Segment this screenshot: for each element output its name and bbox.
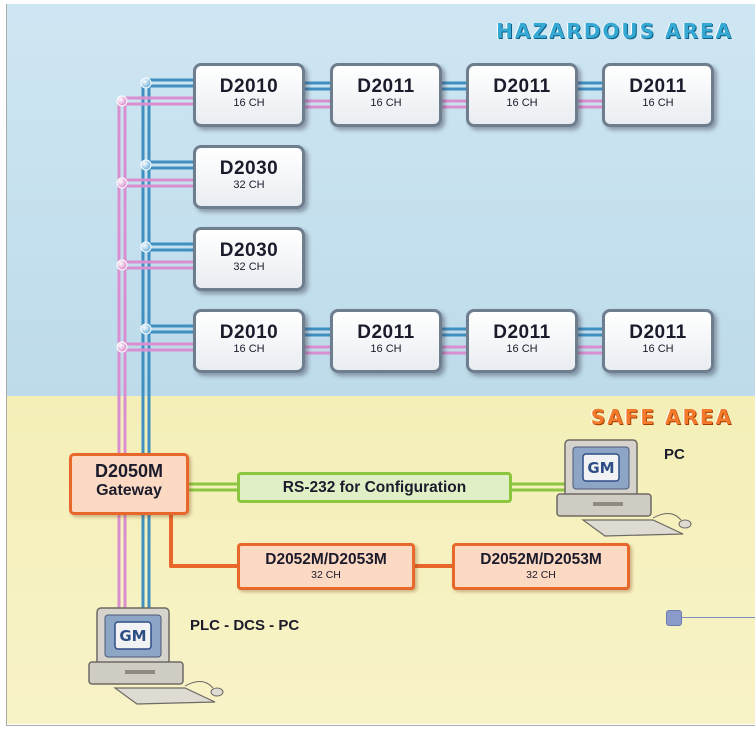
module-channels: 16 CH xyxy=(233,97,265,109)
bus-junction-node xyxy=(116,259,128,271)
module-channels: 16 CH xyxy=(370,343,402,355)
module-name: D2011 xyxy=(493,322,551,343)
safe-module-channels: 32 CH xyxy=(311,569,341,581)
module-name: D2011 xyxy=(629,322,687,343)
module-name: D2010 xyxy=(219,76,279,97)
hazardous-area-title: HAZARDOUS AREA xyxy=(496,19,733,43)
bus-junction-node xyxy=(140,77,152,89)
config-pc-label: PC xyxy=(664,446,685,463)
module-d2011-row1-b: D2011 16 CH xyxy=(466,63,578,127)
callout-marker xyxy=(666,610,682,626)
module-channels: 16 CH xyxy=(506,343,538,355)
mouse-icon xyxy=(210,687,224,697)
module-channels: 16 CH xyxy=(642,343,674,355)
module-d2011-row4-b: D2011 16 CH xyxy=(466,309,578,373)
safe-module-channels: 32 CH xyxy=(526,569,556,581)
safe-area-title: SAFE AREA xyxy=(590,405,733,429)
bus-junction-node xyxy=(140,323,152,335)
module-channels: 32 CH xyxy=(233,261,265,273)
frame-bottom-border xyxy=(6,725,755,726)
module-d2010-row1: D2010 16 CH xyxy=(193,63,305,127)
module-d2011-row4-a: D2011 16 CH xyxy=(330,309,442,373)
pc-logo-text: GM xyxy=(587,459,614,477)
host-logo-text: GM xyxy=(119,627,146,645)
module-d2010-row4: D2010 16 CH xyxy=(193,309,305,373)
frame-left-border xyxy=(6,4,7,726)
host-system-label: PLC - DCS - PC xyxy=(190,617,300,634)
computer-icon: GM xyxy=(88,607,224,705)
keyboard-icon xyxy=(113,687,216,705)
module-d2030-row3: D2030 32 CH xyxy=(193,227,305,291)
bus-junction-node xyxy=(140,241,152,253)
module-d2011-row1-c: D2011 16 CH xyxy=(602,63,714,127)
computer-icon: GM xyxy=(556,439,692,537)
gateway-d2050m: D2050M Gateway xyxy=(69,453,189,515)
module-d2011-row1-a: D2011 16 CH xyxy=(330,63,442,127)
mouse-icon xyxy=(678,519,692,529)
module-name: D2011 xyxy=(357,322,415,343)
module-channels: 32 CH xyxy=(233,179,265,191)
module-d2011-row4-c: D2011 16 CH xyxy=(602,309,714,373)
safe-module-d2052m-b: D2052M/D2053M 32 CH xyxy=(452,543,630,590)
bus-junction-node xyxy=(140,159,152,171)
safe-module-d2052m-a: D2052M/D2053M 32 CH xyxy=(237,543,415,590)
module-name: D2030 xyxy=(219,240,279,261)
bus-junction-node xyxy=(116,341,128,353)
module-name: D2030 xyxy=(219,158,279,179)
module-name: D2010 xyxy=(219,322,279,343)
bus-junction-node xyxy=(116,95,128,107)
rs232-configuration-link: RS-232 for Configuration xyxy=(237,472,512,503)
module-name: D2011 xyxy=(357,76,415,97)
gateway-subtitle: Gateway xyxy=(96,482,162,499)
module-name: D2011 xyxy=(629,76,687,97)
callout-line xyxy=(680,617,755,618)
safe-module-name: D2052M/D2053M xyxy=(480,551,602,568)
bus-junction-node xyxy=(116,177,128,189)
module-channels: 16 CH xyxy=(370,97,402,109)
module-d2030-row2: D2030 32 CH xyxy=(193,145,305,209)
keyboard-icon xyxy=(581,519,684,537)
gateway-name: D2050M xyxy=(94,461,164,481)
module-name: D2011 xyxy=(493,76,551,97)
module-channels: 16 CH xyxy=(233,343,265,355)
safe-module-name: D2052M/D2053M xyxy=(265,551,387,568)
module-channels: 16 CH xyxy=(642,97,674,109)
module-channels: 16 CH xyxy=(506,97,538,109)
